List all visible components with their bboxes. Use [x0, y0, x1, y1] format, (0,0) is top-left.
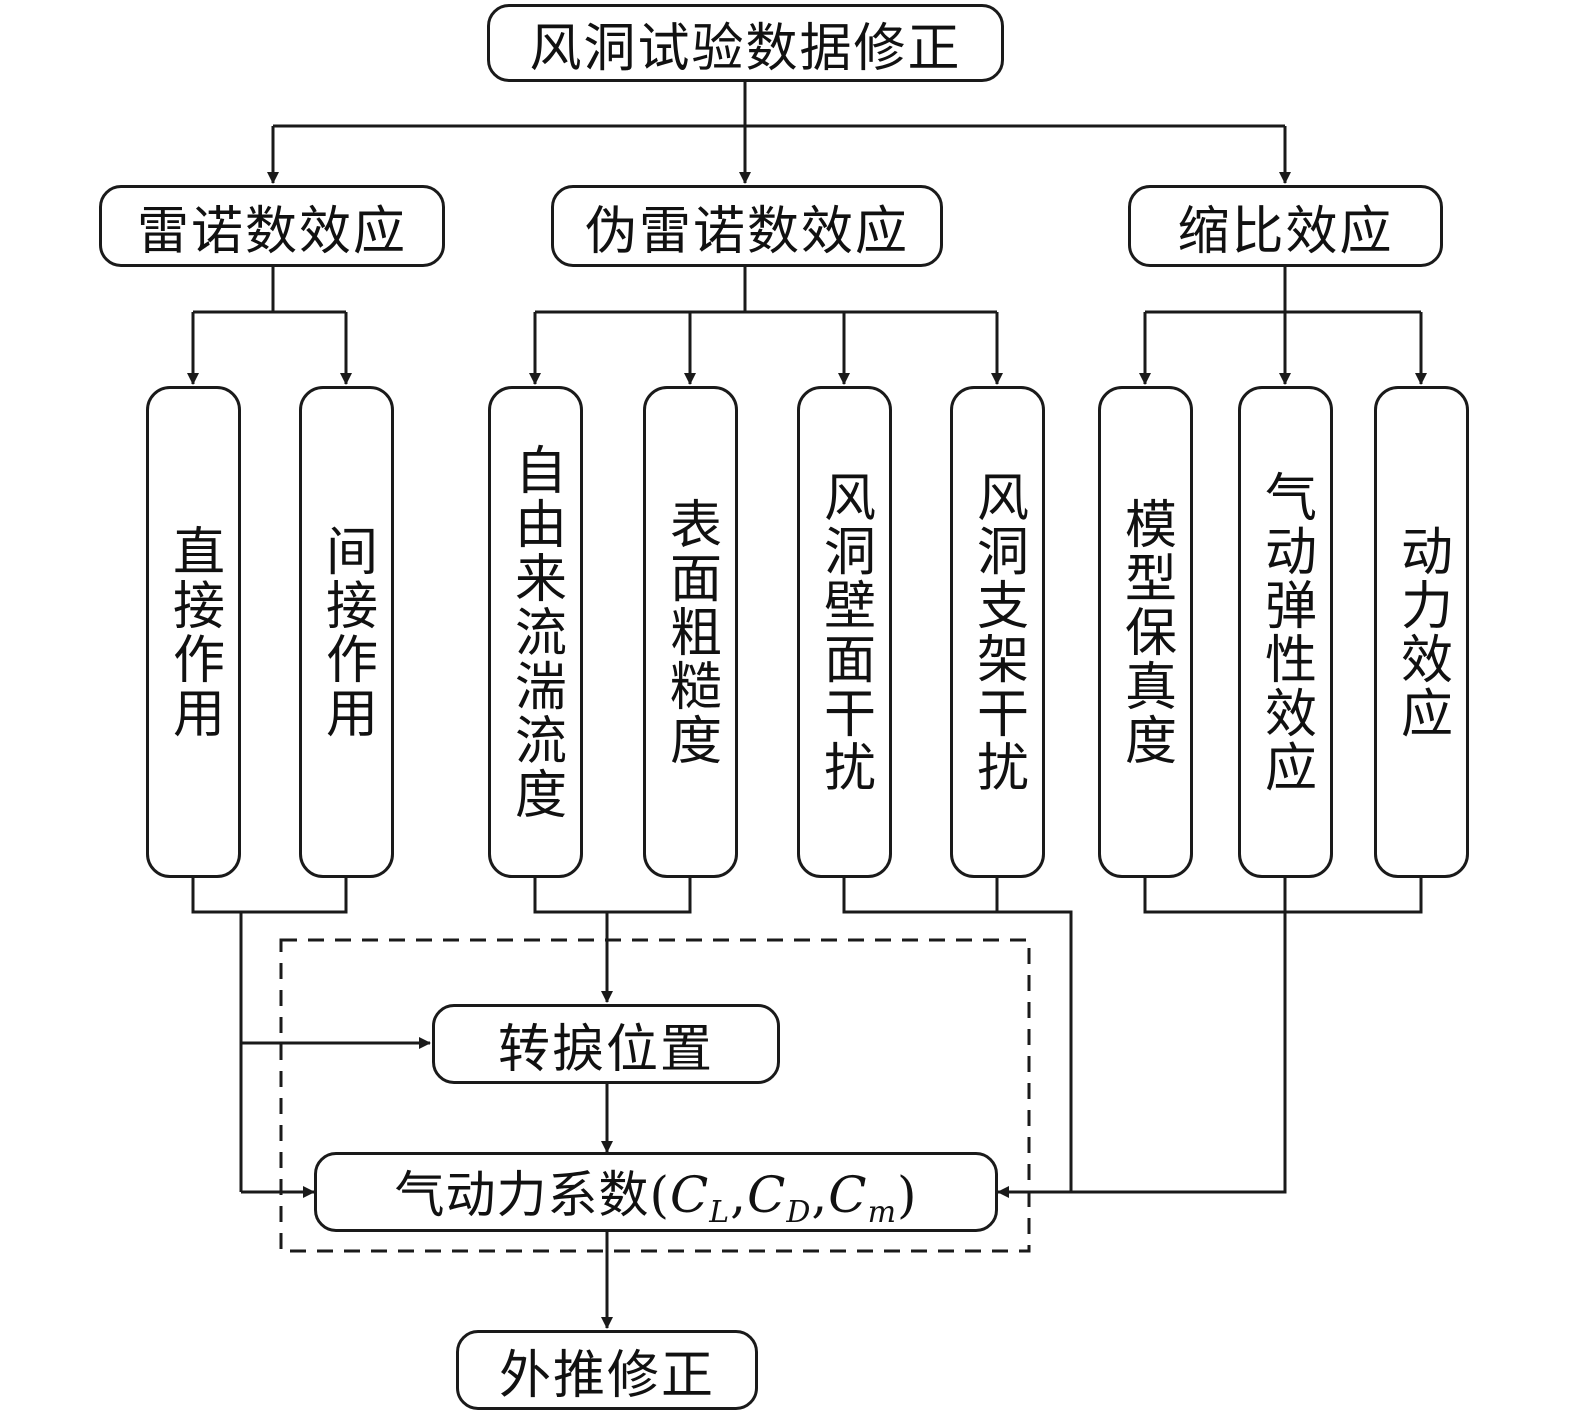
transition-position-node: 转捩位置 — [432, 1004, 780, 1084]
coef-sub-moment: m — [867, 1194, 898, 1230]
coef-sub-drag: D — [786, 1194, 812, 1230]
coef-sub-lift: L — [709, 1194, 731, 1230]
reynolds-effect-node: 雷诺数效应 — [99, 185, 445, 267]
aerodynamic-coefficients-label: 气动力系数(CL,CD,Cm) — [394, 1155, 917, 1230]
coef-c-lift: C — [669, 1165, 710, 1224]
aeroelastic-effect-label: 气动弹性效应 — [1255, 470, 1316, 794]
connector-reynolds-merge — [191, 878, 348, 914]
extrapolation-correction-label: 外推修正 — [498, 1345, 715, 1406]
connector-pseudo-merge-right — [842, 878, 999, 914]
transition-position-label: 转捩位置 — [497, 1019, 714, 1080]
direct-action-label: 直接作用 — [163, 524, 224, 740]
wall-interference-node: 风洞壁面干扰 — [797, 386, 892, 878]
connector-scale-down — [1071, 912, 1287, 1194]
freestream-turbulence-label: 自由来流湍流度 — [505, 443, 566, 821]
coef-suffix: ) — [897, 1165, 918, 1224]
freestream-turbulence-node: 自由来流湍流度 — [488, 386, 583, 878]
pseudo-reynolds-effect-node: 伪雷诺数效应 — [551, 185, 943, 267]
surface-roughness-label: 表面粗糙度 — [660, 497, 721, 767]
scale-effect-node: 缩比效应 — [1128, 185, 1443, 267]
coef-separator-1: , — [730, 1165, 748, 1224]
coef-prefix: 气动力系数( — [394, 1165, 670, 1224]
support-interference-node: 风洞支架干扰 — [950, 386, 1045, 878]
wall-interference-label: 风洞壁面干扰 — [814, 470, 875, 794]
model-fidelity-node: 模型保真度 — [1098, 386, 1193, 878]
dynamic-effect-label: 动力效应 — [1391, 524, 1452, 740]
surface-roughness-node: 表面粗糙度 — [643, 386, 738, 878]
aerodynamic-coefficients-node: 气动力系数(CL,CD,Cm) — [314, 1152, 998, 1232]
extrapolation-correction-node: 外推修正 — [456, 1330, 758, 1410]
connector-interference-down — [997, 910, 1073, 1192]
dashed-group-frame — [279, 938, 1031, 1253]
connector-scale-merge — [1143, 878, 1423, 914]
support-interference-label: 风洞支架干扰 — [967, 470, 1028, 794]
connector-pseudo-merge-left — [533, 878, 692, 914]
root-node-label: 风洞试验数据修正 — [529, 18, 962, 79]
reynolds-effect-label: 雷诺数效应 — [136, 201, 407, 262]
indirect-action-label: 间接作用 — [316, 524, 377, 740]
coef-c-moment: C — [828, 1165, 868, 1224]
aeroelastic-effect-node: 气动弹性效应 — [1238, 386, 1333, 878]
dynamic-effect-node: 动力效应 — [1374, 386, 1469, 878]
model-fidelity-label: 模型保真度 — [1115, 497, 1176, 767]
indirect-action-node: 间接作用 — [299, 386, 394, 878]
coef-separator-2: , — [811, 1165, 829, 1224]
scale-effect-label: 缩比效应 — [1177, 201, 1394, 262]
root-node: 风洞试验数据修正 — [487, 4, 1004, 82]
pseudo-reynolds-effect-label: 伪雷诺数效应 — [584, 201, 909, 262]
direct-action-node: 直接作用 — [146, 386, 241, 878]
coef-c-drag: C — [747, 1165, 787, 1224]
